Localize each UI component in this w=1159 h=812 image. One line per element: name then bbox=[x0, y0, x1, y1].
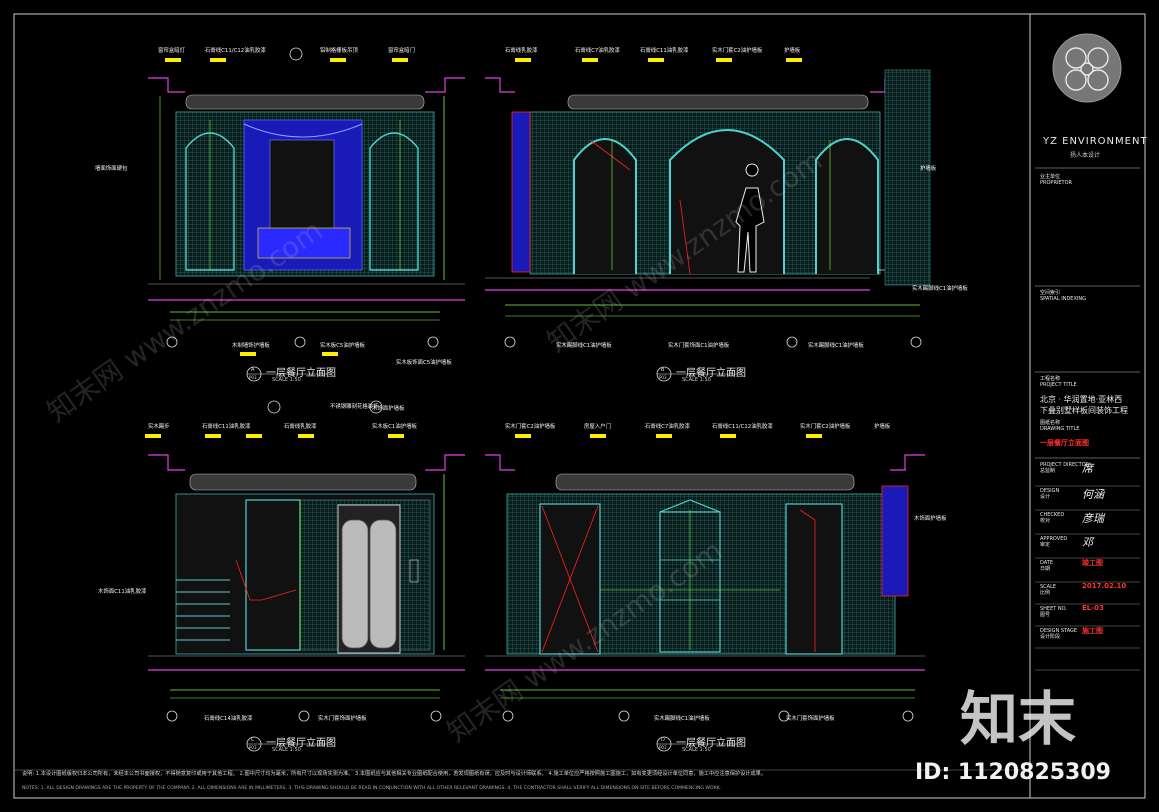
annotation-label: 实木板饰面C5油护墙板 bbox=[396, 360, 452, 366]
title-block-row-label: PROJECT DIRECTOR 总监制 bbox=[1040, 462, 1090, 474]
title-block-row-label: CHECKED 校对 bbox=[1040, 512, 1065, 524]
drawing-title: 一层餐厅立面图 bbox=[1040, 439, 1089, 447]
annotation-label: 石膏线C11油乳胶漆 bbox=[640, 48, 689, 54]
annotation-label: 窗帘盒暗门 bbox=[388, 48, 415, 54]
watermark-id: ID: 1120825309 bbox=[915, 760, 1111, 785]
view-b-title: 一层餐厅立面图 bbox=[676, 368, 746, 379]
title-block-row-label: DESIGN 设计 bbox=[1040, 488, 1060, 500]
view-a-scale: SCALE 1:50 bbox=[272, 377, 301, 383]
annotation-label: 木饰面护墙板 bbox=[914, 516, 947, 522]
annotation-label: 护墙板 bbox=[784, 48, 801, 54]
title-block-row-label: APPROVED 审定 bbox=[1040, 536, 1068, 548]
annotation-label: 实木板C1油护墙板 bbox=[372, 424, 417, 430]
title-block bbox=[1035, 33, 1140, 671]
annotation-label: 木制墙饰护墙板 bbox=[232, 343, 270, 349]
annotation-label: 不锈钢雕刻花格装饰 bbox=[330, 404, 379, 410]
view-b-ref: P03 bbox=[659, 375, 667, 380]
title-block-signature: 席 bbox=[1082, 462, 1093, 475]
view-c-ref: P03 bbox=[249, 745, 257, 750]
view-a-letter: A bbox=[251, 367, 255, 373]
watermark-brand: 知末 bbox=[960, 685, 1077, 753]
title-block-row-label: SHEET NO. 图号 bbox=[1040, 606, 1067, 618]
annotation-label: 护墙板 bbox=[874, 424, 891, 430]
annotation-label: 护墙板 bbox=[920, 166, 937, 172]
view-d-letter: D bbox=[661, 737, 665, 743]
title-block-value: 2017.02.10 bbox=[1082, 582, 1127, 590]
annotation-label: 实木踢脚线C1油护墙板 bbox=[808, 343, 864, 349]
view-b-letter: B bbox=[661, 367, 665, 373]
annotation-label: 石膏线乳胶漆 bbox=[505, 48, 538, 54]
annotation-label: 实木踢脚线C1油护墙板 bbox=[556, 343, 612, 349]
annotation-label: 铝制格栅板吊顶 bbox=[320, 48, 358, 54]
annotation-label: 石膏线C11/C12油乳胶漆 bbox=[712, 424, 773, 430]
general-notes-en: NOTES: 1. ALL DESIGN DRAWINGS ARE THE PR… bbox=[22, 786, 722, 791]
title-block-value: EL-03 bbox=[1082, 604, 1104, 612]
annotation-label: 木饰面C11油乳胶漆 bbox=[98, 589, 147, 595]
title-block-signature: 彦瑞 bbox=[1082, 512, 1104, 525]
annotation-label: 实木踢脚线C1油护墙板 bbox=[654, 716, 710, 722]
annotation-label: 实木门套C2油护墙板 bbox=[712, 48, 763, 54]
annotation-label: 实木门套C2油护墙板 bbox=[505, 424, 556, 430]
project-title-line1: 北京 · 华润置地·亚林西 bbox=[1040, 395, 1123, 404]
general-notes: 说明: 1.本设计图纸版权归本公司所有，未经本公司书面授权，不得随意复印或用于其… bbox=[22, 771, 767, 777]
elevation-c bbox=[145, 400, 465, 752]
annotation-label: 墙面饰面硬包 bbox=[95, 166, 128, 172]
spatial-label: 空间索引 SPATIAL INDEXING bbox=[1040, 290, 1086, 302]
annotation-label: 石膏线C14油乳胶漆 bbox=[204, 716, 253, 722]
project-title-line2: 下叠别墅样板间装饰工程 bbox=[1040, 406, 1128, 415]
view-c-letter: C bbox=[251, 737, 255, 743]
annotation-label: 石膏线C11/C12油乳胶漆 bbox=[205, 48, 266, 54]
proprietor-label: 业主单位 PROPRIETOR bbox=[1040, 174, 1073, 186]
annotation-label: 石膏线C7油乳胶漆 bbox=[575, 48, 620, 54]
annotation-label: 窗帘盒暗灯 bbox=[158, 48, 185, 54]
elevation-a bbox=[148, 47, 465, 382]
title-block-value: 施工图 bbox=[1082, 627, 1103, 635]
annotation-label: 实木门套饰面C1油护墙板 bbox=[668, 343, 730, 349]
view-b-scale: SCALE 1:50 bbox=[682, 377, 711, 383]
brand-subtitle: 扬人本设计 bbox=[1070, 152, 1101, 159]
view-c-scale: SCALE 1:50 bbox=[272, 747, 301, 753]
elevation-b bbox=[485, 58, 931, 382]
annotation-label: 木饰面护墙板 bbox=[372, 406, 405, 412]
title-block-signature: 邓 bbox=[1082, 536, 1093, 549]
drawing-label: 图纸名称 DRAWING TITLE bbox=[1040, 420, 1080, 432]
view-a-title: 一层餐厅立面图 bbox=[266, 368, 336, 379]
annotation-label: 实木踢步 bbox=[148, 424, 170, 430]
annotation-label: 实木门套饰面护墙板 bbox=[318, 716, 367, 722]
title-block-row-label: DATE 日期 bbox=[1040, 560, 1054, 572]
view-a-ref: P03 bbox=[249, 375, 257, 380]
brand-logo-icon bbox=[1065, 47, 1109, 91]
brand-name: YZ ENVIRONMENT bbox=[1043, 136, 1148, 147]
annotation-label: 石膏线C7油乳胶漆 bbox=[645, 424, 690, 430]
elevation-d bbox=[485, 434, 925, 752]
view-d-title: 一层餐厅立面图 bbox=[676, 738, 746, 749]
view-d-ref: P03 bbox=[659, 745, 667, 750]
view-c-title: 一层餐厅立面图 bbox=[266, 738, 336, 749]
annotation-label: 石膏线乳胶漆 bbox=[284, 424, 317, 430]
annotation-label: 实木门套饰面护墙板 bbox=[786, 716, 835, 722]
title-block-row-label: SCALE 比例 bbox=[1040, 584, 1057, 596]
title-block-signature: 何涵 bbox=[1082, 488, 1104, 501]
annotation-label: 实木门套C2油护墙板 bbox=[800, 424, 851, 430]
annotation-label: 实木板C5油护墙板 bbox=[320, 343, 365, 349]
view-d-scale: SCALE 1:50 bbox=[682, 747, 711, 753]
title-block-value: 竣工图 bbox=[1082, 559, 1103, 567]
annotation-label: 房屋入户门 bbox=[584, 424, 611, 430]
annotation-label: 实木踢脚线C1油护墙板 bbox=[912, 286, 968, 292]
title-block-row-label: DESIGN STAGE 设计阶段 bbox=[1040, 628, 1078, 640]
project-label: 工程名称 PROJECT TITLE bbox=[1040, 376, 1077, 388]
annotation-label: 石膏线C11油乳胶漆 bbox=[202, 424, 251, 430]
